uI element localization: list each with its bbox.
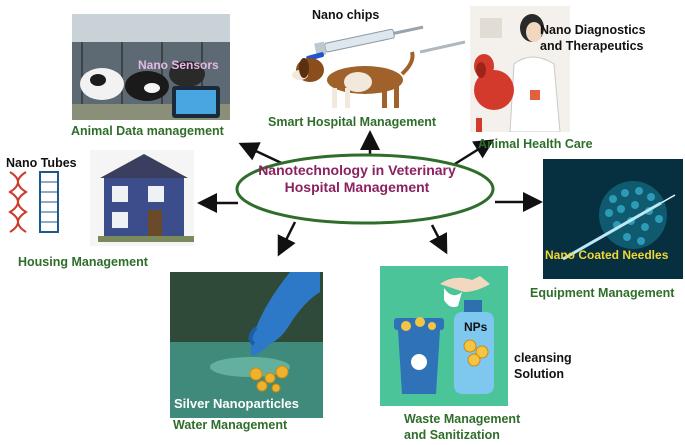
nanotubes-and-house-illustration — [8, 150, 194, 246]
hub-title: Nanotechnology in Veterinary Hospital Ma… — [232, 162, 482, 196]
waste-caption-line1: Waste Management — [404, 412, 521, 426]
equipment-image: Nano Coated Needles — [543, 159, 683, 279]
hub-title-line1: Nanotechnology in Veterinary — [258, 162, 456, 178]
smart-hospital-caption: Smart Hospital Management — [268, 115, 437, 129]
housing-caption: Housing Management — [18, 255, 148, 269]
cleansing-line1: cleansing — [514, 351, 572, 365]
nano-tubes-label: Nano Tubes — [6, 156, 77, 170]
vet-with-dog-illustration — [470, 6, 570, 132]
nano-coated-needles-label: Nano Coated Needles — [545, 248, 669, 262]
smart-hospital-image — [270, 22, 470, 112]
arrow-water — [277, 221, 297, 257]
cleansing-line2: Solution — [514, 367, 564, 381]
animal-health-caption: Animal Health Care — [478, 137, 593, 151]
arrow-waste — [429, 224, 448, 255]
nano-diagnostics-line2: and Therapeutics — [540, 39, 644, 53]
housing-image — [2, 150, 194, 246]
hub-title-line2: Hospital Management — [284, 179, 430, 195]
nps-bottle-label: NPs — [464, 320, 488, 334]
waste-image: NPs — [380, 266, 508, 406]
waste-caption-line2: and Sanitization — [404, 428, 500, 442]
dog-with-syringe-illustration — [292, 25, 466, 108]
animal-data-caption: Animal Data management — [71, 124, 224, 138]
water-caption: Water Management — [173, 418, 288, 432]
waste-bin-bottle-illustration — [380, 266, 508, 406]
water-image: Silver Nanoparticles — [170, 272, 323, 418]
nano-diagnostics-label: Nano Diagnostics and Therapeutics — [540, 22, 646, 54]
arrow-animal-health — [449, 139, 495, 169]
equipment-caption: Equipment Management — [530, 286, 675, 300]
animal-data-image: Nano Sensors — [72, 14, 230, 120]
glove-water-illustration — [170, 272, 323, 418]
nano-chips-label: Nano chips — [312, 8, 380, 22]
waste-caption: Waste Management and Sanitization — [404, 411, 520, 443]
nano-sensors-label: Nano Sensors — [138, 58, 219, 72]
silver-nanoparticles-label: Silver Nanoparticles — [174, 396, 299, 411]
cleansing-solution-label: cleansing Solution — [514, 350, 572, 382]
coated-needle-illustration — [543, 159, 683, 279]
hub-ellipse — [235, 153, 495, 225]
animal-health-image — [470, 6, 570, 132]
barn-cows-illustration — [72, 14, 230, 120]
nano-diagnostics-line1: Nano Diagnostics — [540, 23, 646, 37]
